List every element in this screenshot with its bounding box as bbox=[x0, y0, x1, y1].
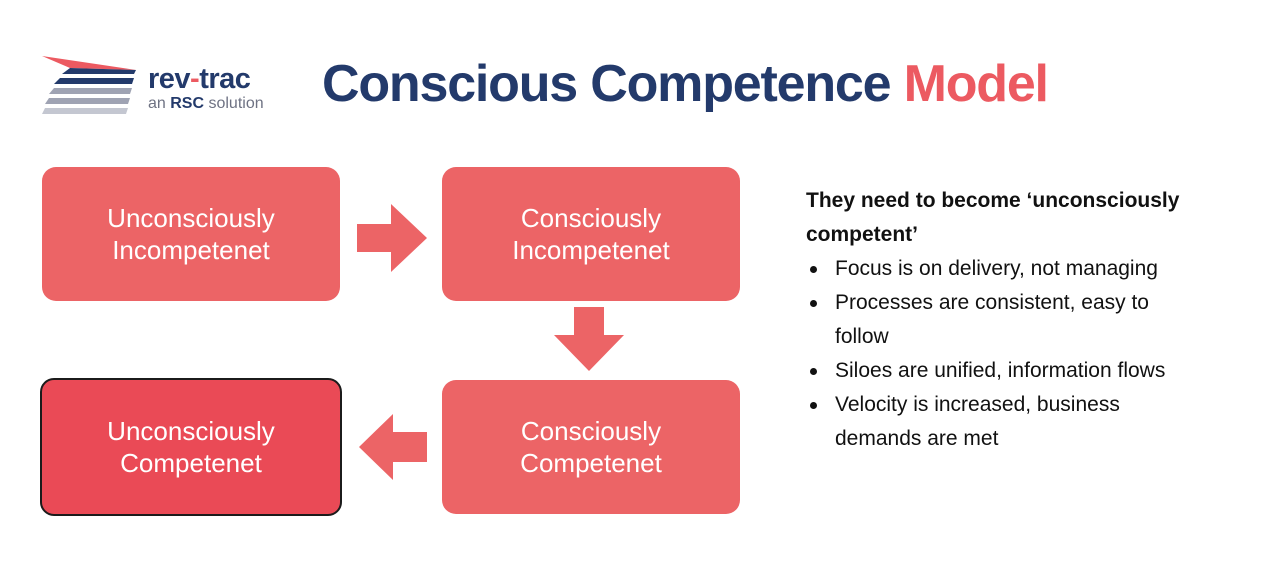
stage-label-line1: Unconsciously bbox=[107, 203, 275, 233]
outcome-heading: They need to become ‘unconsciously compe… bbox=[806, 184, 1246, 252]
outcome-panel: They need to become ‘unconsciously compe… bbox=[806, 184, 1246, 456]
arrow-left-icon bbox=[359, 414, 427, 480]
title-part-accent: Model bbox=[903, 55, 1049, 113]
title-part-main: Conscious Competence bbox=[322, 55, 892, 113]
outcome-item: Processes are consistent, easy to follow bbox=[806, 286, 1246, 354]
outcome-heading-line1: They need to become ‘unconsciously bbox=[806, 189, 1180, 212]
stage-label-line1: Consciously bbox=[520, 203, 662, 233]
stage-label-line2: Incompetenet bbox=[512, 235, 670, 265]
outcome-item: Siloes are unified, information flows bbox=[806, 354, 1246, 388]
rev-trac-logo: rev-trac an RSC solution bbox=[40, 56, 280, 120]
outcome-list: Focus is on delivery, not managing Proce… bbox=[806, 252, 1246, 456]
logo-wordmark-hyphen: - bbox=[190, 63, 200, 95]
stage-unconsciously-incompetent: Unconsciously Incompetenet bbox=[42, 167, 340, 301]
logo-tagline-brand: RSC bbox=[170, 95, 205, 112]
logo-emblem-icon bbox=[42, 56, 136, 114]
stage-consciously-incompetent: Consciously Incompetenet bbox=[442, 167, 740, 301]
outcome-item-line1: Velocity is increased, business bbox=[835, 393, 1120, 416]
logo-tagline: an RSC solution bbox=[148, 95, 264, 113]
outcome-item-line1: Focus is on delivery, not managing bbox=[835, 257, 1158, 280]
outcome-item-line2: demands are met bbox=[835, 427, 999, 450]
outcome-item: Velocity is increased, business demands … bbox=[806, 388, 1246, 456]
logo-tagline-suffix: solution bbox=[204, 95, 264, 112]
outcome-heading-line2: competent’ bbox=[806, 223, 919, 246]
outcome-item: Focus is on delivery, not managing bbox=[806, 252, 1246, 286]
stage-unconsciously-competent: Unconsciously Competenet bbox=[40, 378, 342, 516]
logo-wordmark-part1: rev bbox=[148, 63, 191, 95]
logo-wordmark-part2: trac bbox=[199, 63, 251, 95]
page-title: Conscious Competence Model bbox=[322, 52, 1049, 116]
stage-label-line1: Consciously bbox=[520, 416, 662, 446]
stage-label-line2: Competenet bbox=[520, 448, 662, 478]
stage-label-line2: Competenet bbox=[120, 448, 262, 478]
logo-wordmark: rev-trac bbox=[148, 63, 251, 95]
stage-consciously-competent: Consciously Competenet bbox=[442, 380, 740, 514]
outcome-item-line2: follow bbox=[835, 325, 889, 348]
stage-label-line1: Unconsciously bbox=[107, 416, 275, 446]
arrow-down-icon bbox=[554, 307, 624, 371]
outcome-item-line1: Processes are consistent, easy to bbox=[835, 291, 1149, 314]
outcome-item-line1: Siloes are unified, information flows bbox=[835, 359, 1166, 382]
arrow-right-icon bbox=[357, 204, 427, 272]
stage-label-line2: Incompetenet bbox=[112, 235, 270, 265]
logo-tagline-prefix: an bbox=[148, 95, 171, 112]
